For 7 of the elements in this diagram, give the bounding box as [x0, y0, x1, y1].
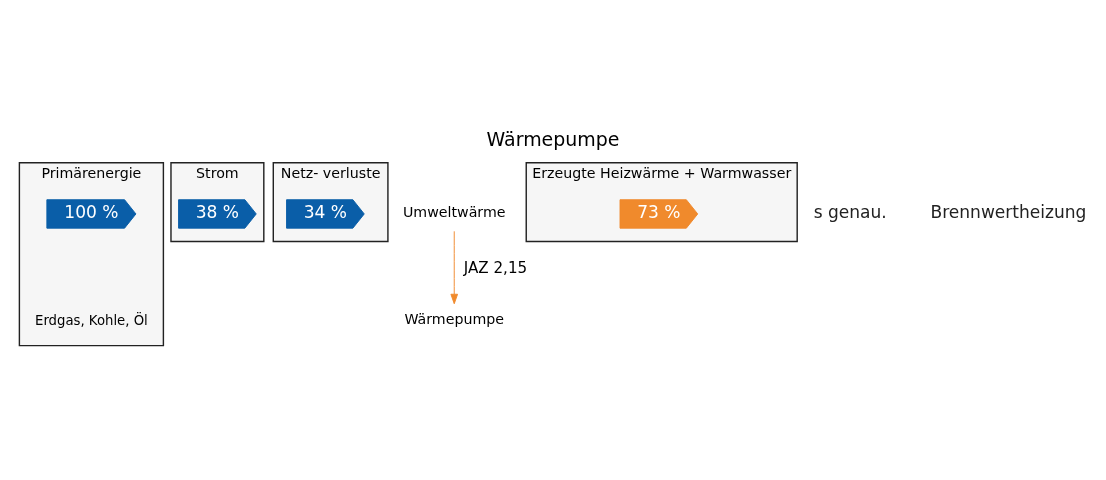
arrow	[450, 230, 459, 305]
diagram-title: Wärmepumpe	[486, 127, 620, 150]
label: s genau.	[813, 202, 887, 223]
node-text: Wärmepumpe	[404, 311, 505, 328]
edge-label: JAZ 2,15	[463, 258, 528, 277]
node-text: Umweltwärme	[402, 204, 506, 221]
label: Brennwertheizung	[930, 202, 1087, 223]
